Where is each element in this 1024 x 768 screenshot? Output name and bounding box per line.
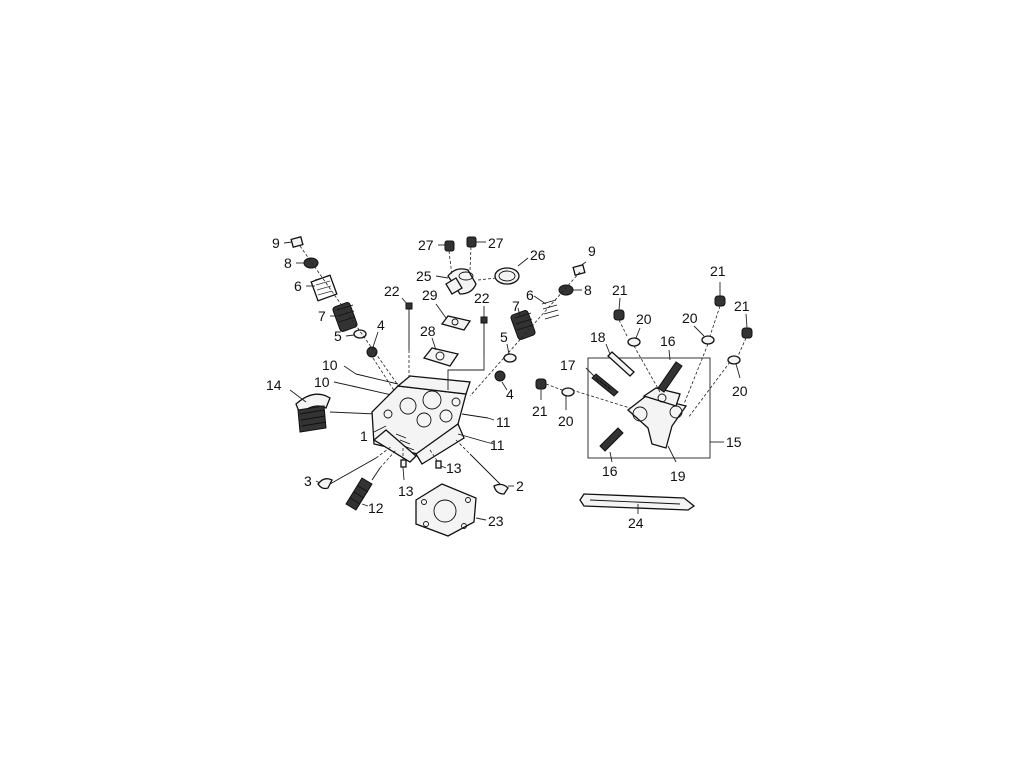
callout-9-right: 9 <box>588 243 596 259</box>
part-spark-plug <box>345 449 397 511</box>
part-cylinder-head <box>371 375 471 465</box>
callout-23: 23 <box>488 513 504 529</box>
callout-7-left: 7 <box>318 308 326 324</box>
part-valve-spring-outer-left <box>306 274 338 302</box>
part-valve-retainer-left <box>296 257 319 269</box>
part-washer-top-right <box>683 325 715 405</box>
part-intake-nuts <box>438 236 486 277</box>
part-valve-spring-outer-right <box>533 295 560 320</box>
callout-10-lower: 10 <box>314 374 330 390</box>
part-acorn-nut-top-right <box>709 282 726 337</box>
part-acorn-nut-top-left <box>613 297 629 339</box>
callout-20-top-left: 20 <box>636 311 652 327</box>
part-spring-seat-right <box>503 343 517 363</box>
callout-29: 29 <box>422 287 438 303</box>
callout-21-top-left: 21 <box>612 282 628 298</box>
callout-8-right: 8 <box>584 282 592 298</box>
callout-16-upper: 16 <box>660 333 676 349</box>
part-stud-bolts <box>333 365 399 397</box>
callout-2: 2 <box>516 478 524 494</box>
part-valve-spring-inner-left <box>330 302 358 332</box>
callout-17: 17 <box>560 357 576 373</box>
part-head-bolts <box>457 413 495 445</box>
part-valve-seal-left <box>366 331 379 358</box>
callout-22-left: 22 <box>384 283 400 299</box>
part-washer-left <box>561 387 575 410</box>
part-spring-seat-left <box>345 329 367 339</box>
callout-25: 25 <box>416 268 432 284</box>
callout-4-left: 4 <box>377 317 385 333</box>
part-rocker-holder <box>571 387 688 463</box>
callout-5-left: 5 <box>334 328 342 344</box>
callout-6-left: 6 <box>294 278 302 294</box>
callout-20-top-right: 20 <box>682 310 698 326</box>
part-valve-seal-right <box>494 370 508 391</box>
part-dowel-pins <box>400 448 447 481</box>
callout-20-far-right: 20 <box>732 383 748 399</box>
callout-9-left: 9 <box>272 235 280 251</box>
callout-26: 26 <box>530 247 546 263</box>
callout-21-top-right: 21 <box>710 263 726 279</box>
part-acorn-nut-far-right <box>737 313 753 357</box>
part-intake-manifold <box>435 268 477 295</box>
part-exhaust-valve <box>455 439 514 495</box>
callout-19: 19 <box>670 468 686 484</box>
callout-18: 18 <box>590 329 606 345</box>
part-rocker-shaft <box>605 343 635 377</box>
part-valve-retainer-right <box>558 284 582 296</box>
part-chain-guide <box>579 493 696 514</box>
callout-27-left: 27 <box>418 237 434 253</box>
callout-7-right: 7 <box>512 298 520 314</box>
part-valve-spring-inner-right <box>510 307 536 340</box>
callout-labels: 9 8 6 7 5 4 10 10 14 1 3 12 13 13 2 23 1… <box>266 235 750 531</box>
callout-13-right: 13 <box>446 460 462 476</box>
callout-4-right: 4 <box>506 386 514 402</box>
callout-12: 12 <box>368 500 384 516</box>
part-hose-clamp <box>477 257 529 285</box>
callout-27-right: 27 <box>488 235 504 251</box>
part-valve-cotter-right <box>572 261 587 276</box>
callout-15: 15 <box>726 434 742 450</box>
callout-21-far-right: 21 <box>734 298 750 314</box>
part-washer-top-left <box>627 327 661 393</box>
part-intake-spacer <box>422 337 460 367</box>
callout-28: 28 <box>420 323 436 339</box>
rocker-assembly-frame <box>587 357 711 459</box>
part-head-gasket <box>415 483 487 537</box>
callout-8-left: 8 <box>284 255 292 271</box>
part-acorn-nut-left <box>535 378 547 400</box>
callout-14: 14 <box>266 377 282 393</box>
callout-10-upper: 10 <box>322 357 338 373</box>
part-washer-far-right <box>687 355 741 419</box>
callout-11-lower: 11 <box>490 437 505 453</box>
callout-1: 1 <box>360 428 368 444</box>
part-rocker-arm-upper <box>657 349 683 393</box>
callout-5-right: 5 <box>500 329 508 345</box>
callout-13-left: 13 <box>398 483 414 499</box>
part-intake-gasket <box>435 303 472 331</box>
part-rocker-arm-lower <box>599 427 624 463</box>
part-intake-valve <box>315 445 393 490</box>
callout-11-upper: 11 <box>496 414 511 430</box>
callout-22-right: 22 <box>474 290 490 306</box>
callout-24: 24 <box>628 515 644 531</box>
callout-20-left: 20 <box>558 413 574 429</box>
part-camshaft-sprocket <box>289 389 377 433</box>
callout-16-lower: 16 <box>602 463 618 479</box>
part-valve-cotter-left <box>283 236 304 248</box>
callout-3: 3 <box>304 473 312 489</box>
part-long-bolts <box>401 297 488 380</box>
part-rocker-shaft-threaded <box>585 367 619 397</box>
callout-6-right: 6 <box>526 287 534 303</box>
callout-21-left: 21 <box>532 403 548 419</box>
